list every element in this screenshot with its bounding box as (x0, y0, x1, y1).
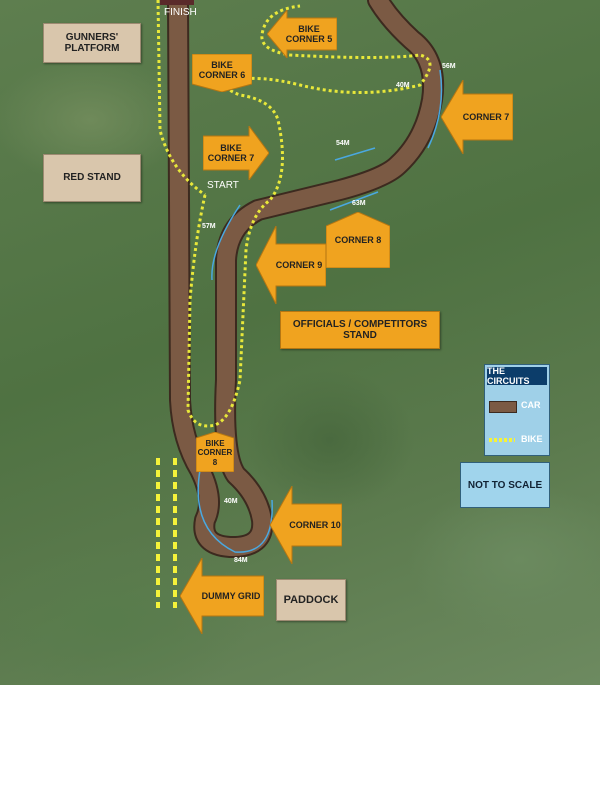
distance-40m-top: 40M (396, 82, 410, 89)
distance-63m: 63M (352, 200, 366, 207)
circuit-map: FINISH START GUNNERS' PLATFORM RED STAND… (0, 0, 600, 685)
distance-56m: 56M (442, 63, 456, 70)
left-arrow-shape (441, 80, 513, 154)
corner-8-sign: CORNER 8 (326, 212, 390, 268)
bike-corner-5-sign: BIKE CORNER 5 (267, 10, 337, 58)
finish-marker (160, 0, 194, 5)
officials-competitors-stand: OFFICIALS / COMPETITORS STAND (280, 311, 440, 349)
dummy-grid-label: DUMMY GRID (201, 590, 261, 601)
paddock: PADDOCK (276, 579, 346, 621)
corner-9-sign: CORNER 9 (256, 226, 326, 304)
corner-10-label: CORNER 10 (289, 519, 341, 530)
bike-swatch (489, 438, 515, 442)
circuits-legend: THE CIRCUITS CAR BIKE (484, 364, 550, 456)
bike-corner-6-sign: BIKE CORNER 6 (192, 54, 252, 92)
legend-row-bike: BIKE (489, 431, 547, 449)
bike-corner-6-label: BIKE CORNER 6 (198, 59, 246, 80)
left-arrow-shape (270, 486, 342, 564)
distance-84m: 84M (234, 557, 248, 564)
corner-8-label: CORNER 8 (334, 234, 382, 245)
pentagon-up-shape (326, 212, 390, 268)
left-arrow-shape (180, 558, 264, 634)
bike-corner-7-sign: BIKE CORNER 7 (203, 126, 269, 180)
pentagon-shape (192, 54, 252, 92)
corner-7-label: CORNER 7 (462, 111, 510, 122)
car-swatch (489, 401, 517, 413)
legend-row-car: CAR (489, 397, 547, 415)
bike-corner-8-sign: BIKE CORNER 8 (196, 432, 234, 472)
gunners-platform-stand: GUNNERS' PLATFORM (43, 23, 141, 63)
direction-line-mid (329, 191, 379, 211)
bike-corner-5-label: BIKE CORNER 5 (285, 23, 333, 44)
legend-bike-label: BIKE (521, 434, 543, 444)
distance-54m: 54M (336, 140, 350, 147)
corner-9-label: CORNER 9 (275, 259, 323, 270)
right-arrow-shape (203, 126, 269, 180)
left-arrow-shape (267, 10, 337, 58)
distance-40m-bottom: 40M (224, 498, 238, 505)
corner-7-sign: CORNER 7 (441, 80, 513, 154)
direction-line-left (211, 204, 241, 281)
left-arrow-shape (256, 226, 326, 304)
red-stand: RED STAND (43, 154, 141, 202)
pentagon-shape (196, 432, 234, 472)
corner-10-sign: CORNER 10 (270, 486, 342, 564)
finish-label: FINISH (164, 7, 197, 18)
not-to-scale-note: NOT TO SCALE (460, 462, 550, 508)
legend-title: THE CIRCUITS (487, 366, 547, 386)
start-label: START (207, 180, 239, 191)
bike-corner-8-label: BIKE CORNER 8 (197, 439, 233, 467)
dummy-grid-sign: DUMMY GRID (180, 558, 264, 634)
distance-57m: 57M (202, 223, 216, 230)
direction-line-bottom (197, 469, 273, 553)
direction-line-top (334, 147, 376, 161)
direction-line-right (427, 69, 443, 149)
car-track (169, 0, 443, 556)
legend-car-label: CAR (521, 400, 541, 410)
bike-corner-7-label: BIKE CORNER 7 (207, 142, 255, 163)
